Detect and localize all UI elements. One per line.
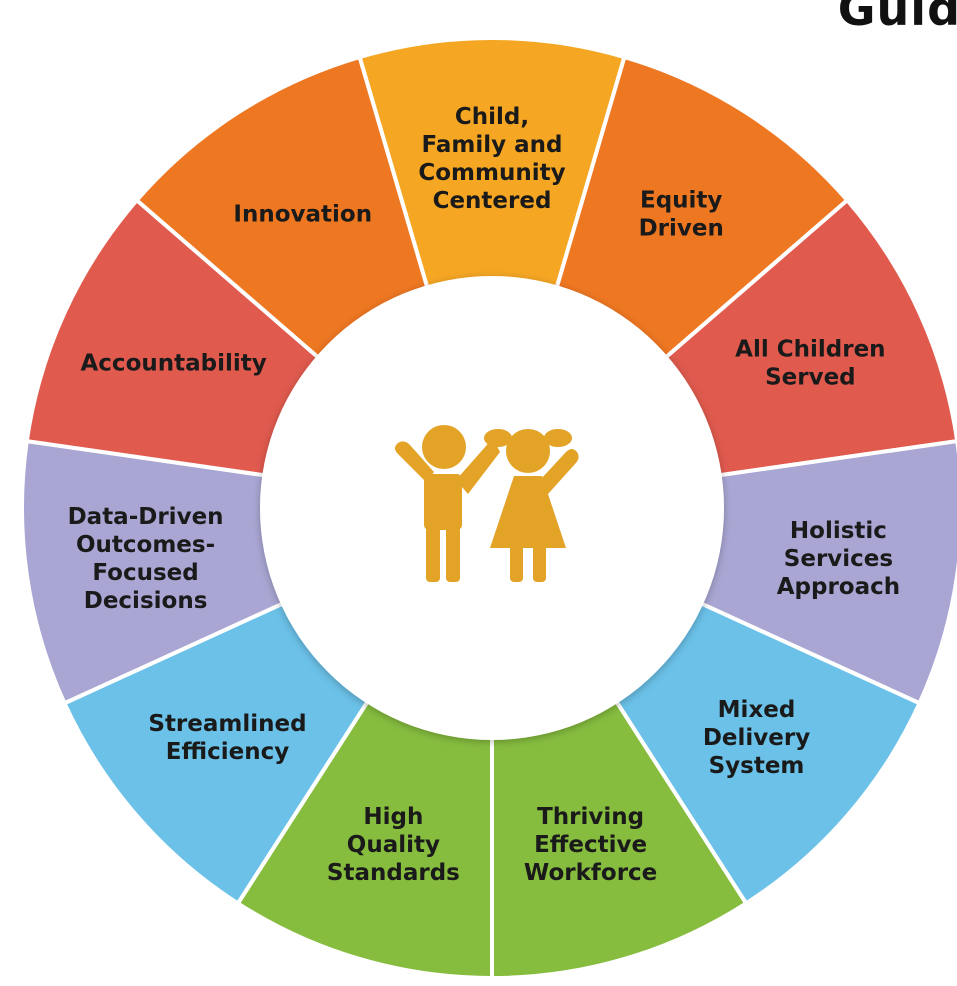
girl-pigtail-left [484,429,512,447]
boy-arm-left [395,441,434,482]
children-icon [395,425,579,582]
segment-label-accountability: Accountability [81,351,267,377]
segment-label-innovation: Innovation [233,202,372,228]
boy-leg-right [446,526,460,582]
boy-body [424,474,462,530]
boy-head [422,425,466,469]
boy-arm-right [456,442,500,494]
girl-leg-left [510,544,523,582]
girl-dress [490,476,566,548]
girl-pigtail-right [544,429,572,447]
boy-leg-left [426,526,440,582]
center-circle [260,276,724,740]
girl-head [506,429,550,473]
corner-title-fragment: Guid [837,0,957,36]
girl-arm-right [540,449,579,494]
girl-leg-right [533,544,546,582]
